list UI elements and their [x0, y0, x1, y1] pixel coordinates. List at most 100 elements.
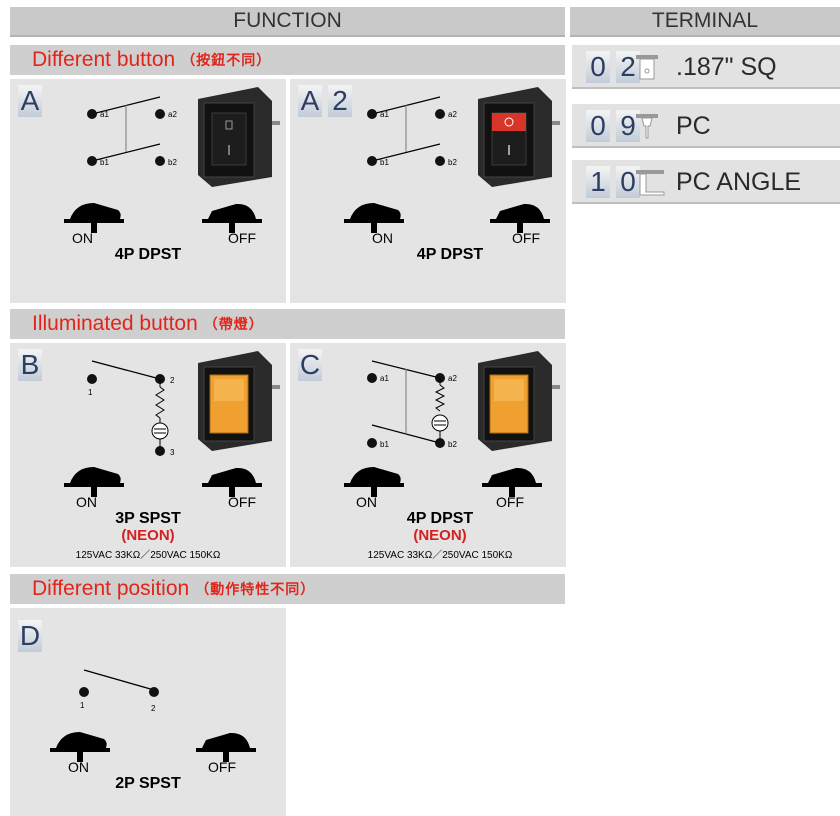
code-digit: 2 [328, 85, 352, 117]
pin-label: a1 [380, 374, 389, 383]
on-label: ON [356, 494, 377, 510]
switch-type-label: 4P DPST [417, 246, 484, 263]
neon-lamp-icon [431, 414, 449, 432]
quick-connect-terminal-icon [636, 55, 658, 80]
pin-label: 2 [170, 376, 175, 385]
code-digit: 0 [586, 51, 610, 83]
function-code: A [18, 85, 48, 117]
pin-label: a2 [448, 110, 457, 119]
function-code: C [298, 349, 328, 381]
pin-label: b2 [168, 158, 177, 167]
panel-b: B 1 2 3 ON O [10, 343, 286, 567]
rocker-switch-photo [478, 87, 560, 187]
section-title: Different position [32, 577, 190, 600]
neon-lamp-icon [151, 422, 169, 440]
code-digit: 1 [586, 166, 610, 198]
section-title-cn: （帶燈） [203, 316, 264, 332]
code-digit: 0 [586, 110, 610, 142]
pin-label: b1 [100, 158, 109, 167]
pin-label: 1 [80, 701, 85, 710]
code-digit: A [18, 85, 42, 117]
terminal-label: PC [676, 112, 711, 140]
pin-label: a2 [168, 110, 177, 119]
pin-label: a2 [448, 374, 457, 383]
rocker-off-icon [482, 467, 542, 497]
resistor-icon [155, 386, 165, 419]
neon-label: (NEON) [121, 527, 174, 544]
on-label: ON [372, 230, 393, 246]
function-code: D [18, 620, 48, 652]
lighted-rocker-switch-photo [198, 351, 280, 451]
rocker-off-icon [202, 203, 262, 233]
rocker-switch-photo [198, 87, 280, 187]
code-digit: C [298, 349, 322, 381]
on-label: ON [72, 230, 93, 246]
rocker-on-icon [50, 732, 110, 762]
function-header: FUNCTION [10, 7, 565, 37]
off-label: OFF [208, 759, 236, 775]
section-different-position: Different position （動作特性不同） [10, 574, 565, 604]
schematic-dpst-neon: a1 a2 b1 b2 ON OFF 4P DPST (NEON) [344, 351, 560, 561]
terminal-label: PC ANGLE [676, 168, 802, 196]
rocker-off-icon [490, 203, 550, 233]
section-title: Illuminated button [32, 312, 198, 335]
rocker-on-icon [64, 467, 124, 497]
code-digit: D [18, 620, 42, 652]
switch-type-label: 2P SPST [115, 775, 181, 792]
rocker-on-icon [344, 203, 404, 233]
pin-label: 1 [88, 388, 93, 397]
section-illuminated-button: Illuminated button （帶燈） [10, 309, 565, 339]
panel-d: D 1 2 ON OFF 2P SPST [10, 608, 286, 816]
pin-label: b2 [448, 158, 457, 167]
code-digit: A [298, 85, 322, 117]
pin-label: 3 [170, 448, 175, 457]
switch-type-label: 4P DPST [407, 510, 474, 527]
resistance-spec: 125VAC 33KΩ／250VAC 150KΩ [368, 549, 513, 561]
switch-type-label: 3P SPST [115, 510, 181, 527]
schematic-dpst: a1 a2 b1 b2 ON OFF 4P DPST [64, 87, 280, 263]
panel-a: A a1 a2 b1 b2 O [10, 79, 286, 303]
pin-label: a1 [380, 110, 389, 119]
function-code: B [18, 349, 48, 381]
pc-pin-terminal-icon [636, 114, 658, 139]
terminal-header: TERMINAL [570, 7, 840, 37]
off-label: OFF [512, 230, 540, 246]
schematic-dpst: a1 a2 b1 b2 ON OFF 4P DPST [344, 87, 560, 263]
terminal-code: 1 0 [586, 166, 646, 198]
terminal-row-02: 0 2 .187" SQ [572, 45, 840, 89]
on-label: ON [68, 759, 89, 775]
terminal-row-10: 1 0 PC ANGLE [572, 160, 840, 204]
pin-label: b2 [448, 440, 457, 449]
off-label: OFF [228, 230, 256, 246]
code-digit: B [18, 349, 42, 381]
rocker-on-icon [64, 203, 124, 233]
pin-label: b1 [380, 158, 389, 167]
code-digit: 2 [616, 51, 640, 83]
terminal-label: .187" SQ [676, 53, 777, 81]
schematic-spst-neon: 1 2 3 ON OFF 3P SPST (NEON) [64, 351, 280, 561]
pin-label: 2 [151, 704, 156, 713]
section-title: Different button [32, 48, 176, 71]
on-label: ON [76, 494, 97, 510]
section-title-cn: （按鈕不同） [181, 52, 272, 68]
rocker-on-icon [344, 467, 404, 497]
section-title-cn: （動作特性不同） [195, 581, 316, 597]
pc-angle-terminal-icon [636, 170, 665, 196]
panel-c: C a1 a2 b1 b2 [290, 343, 566, 567]
off-label: OFF [496, 494, 524, 510]
function-code: A 2 [298, 85, 358, 117]
section-different-button: Different button （按鈕不同） [10, 45, 565, 75]
schematic-spst: 1 2 ON OFF 2P SPST [50, 669, 256, 792]
resistor-icon [434, 384, 446, 412]
resistance-spec: 125VAC 33KΩ／250VAC 150KΩ [76, 549, 221, 561]
terminal-code: 0 2 [586, 51, 646, 83]
off-label: OFF [228, 494, 256, 510]
pin-label: a1 [100, 110, 109, 119]
pin-label: b1 [380, 440, 389, 449]
lighted-rocker-switch-photo [478, 351, 560, 451]
neon-label: (NEON) [413, 527, 466, 544]
rocker-off-icon [202, 467, 262, 497]
switch-type-label: 4P DPST [115, 246, 182, 263]
rocker-off-icon [196, 732, 256, 762]
panel-a2: A 2 a1 a2 b1 b2 [290, 79, 566, 303]
